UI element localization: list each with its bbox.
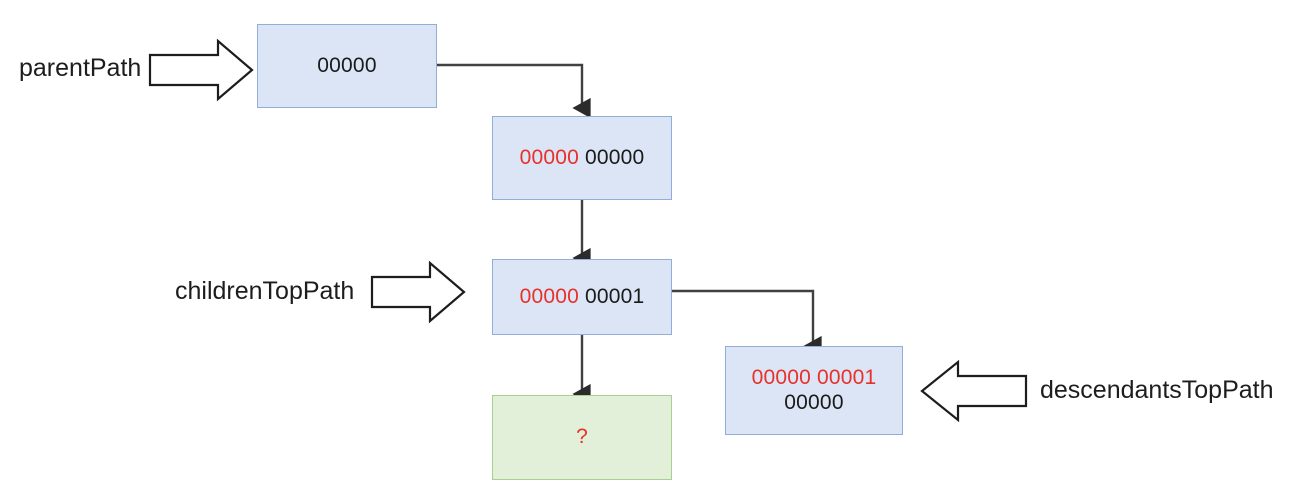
label-descendants-top-path: descendantsTopPath <box>1040 376 1274 404</box>
descendants-top-node-line-1: 00000 00001 <box>752 366 877 391</box>
parent-node[interactable]: 00000 <box>257 24 437 108</box>
descendants-top-node[interactable]: 00000 00001 00000 <box>725 346 903 435</box>
label-children-top-path: childrenTopPath <box>175 277 355 305</box>
children-top-node-seg-1: 00000 <box>519 284 579 308</box>
child-first-node-line-1: 00000 00000 <box>520 146 645 171</box>
parent-node-seg-1: 00000 <box>317 53 377 77</box>
parent-node-line-1: 00000 <box>317 54 376 79</box>
descendants-top-node-seg-2: 00000 <box>784 390 844 414</box>
child-first-node[interactable]: 00000 00000 <box>492 116 672 200</box>
children-top-node[interactable]: 00000 00001 <box>492 259 672 335</box>
descendants-top-node-line-2: 00000 <box>784 391 843 416</box>
right-block-arrow-icon-parent <box>148 38 254 102</box>
children-top-node-seg-2: 00001 <box>578 284 645 308</box>
children-top-node-line-1: 00000 00001 <box>520 285 645 310</box>
right-block-arrow-icon-children <box>370 260 466 324</box>
descendants-top-node-seg-1: 00000 00001 <box>751 365 877 389</box>
connector-children-top-to-descendants-top <box>672 289 822 357</box>
unknown-node-question-mark: ? <box>576 425 588 449</box>
child-first-node-seg-1: 00000 <box>519 145 579 169</box>
connector-parent-to-child-first <box>437 63 591 119</box>
unknown-node[interactable]: ? <box>492 395 672 480</box>
child-first-node-seg-2: 00000 <box>578 145 645 169</box>
left-block-arrow-icon-descendants <box>920 359 1028 423</box>
label-parent-path: parentPath <box>19 54 142 82</box>
